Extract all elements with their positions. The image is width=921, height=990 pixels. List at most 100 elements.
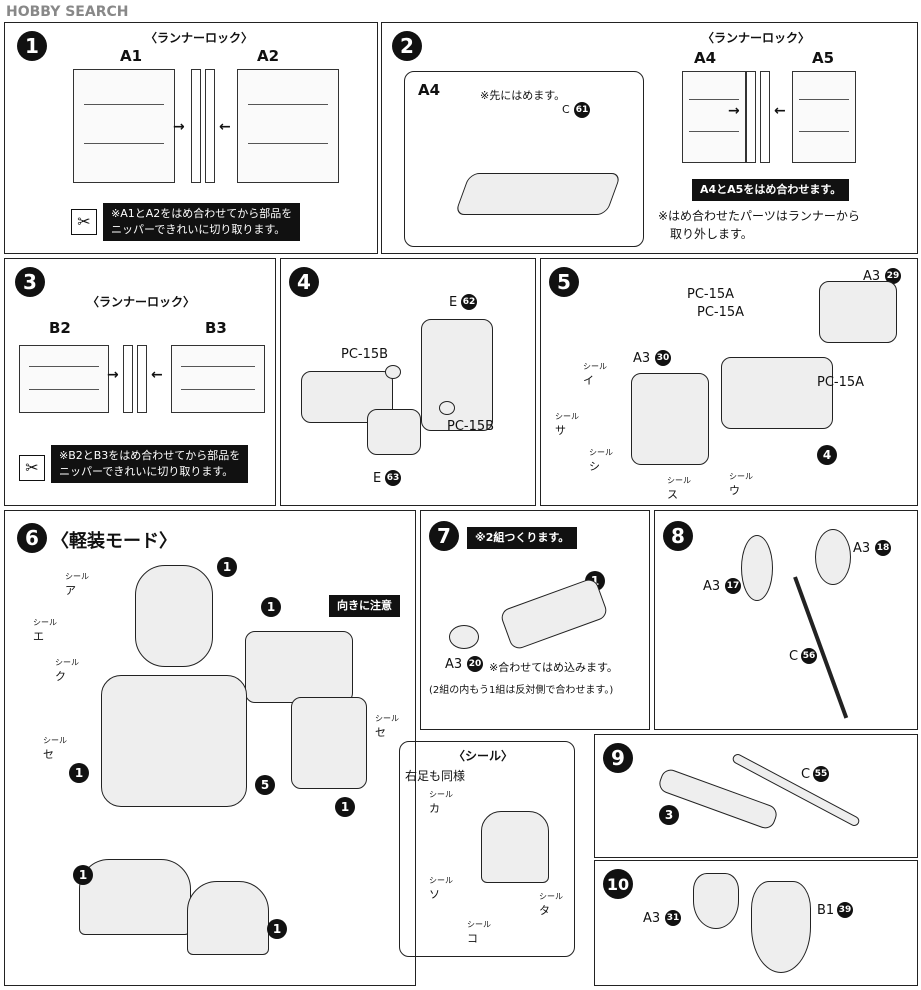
seal-u-char: ウ — [729, 484, 740, 497]
runner-a1-label: A1 — [120, 47, 143, 65]
step-2-number: 2 — [392, 31, 422, 61]
runner-lock-bar — [760, 71, 770, 163]
pc-15a-3-label: PC-15A — [817, 375, 865, 390]
seal-ta-char: タ — [539, 904, 550, 917]
seal-sub-panel — [399, 741, 575, 957]
crest-back-part — [693, 873, 739, 929]
pc-15a-1-label: PC-15A — [687, 287, 735, 302]
step-1-note-line2: ニッパーできれいに切り取ります。 — [111, 223, 286, 236]
seal-word: シール — [43, 736, 67, 745]
runner-a2 — [237, 69, 339, 183]
step-8-panel: 8 A3 18 A3 17 C 56 — [654, 510, 918, 730]
runner-b3 — [171, 345, 265, 413]
a3-18-label: A3 — [853, 541, 871, 556]
ref-step-4: 4 — [817, 445, 837, 465]
arm-part — [291, 697, 367, 789]
seal-se2-char: セ — [375, 726, 386, 739]
part-e63-label: E — [373, 471, 382, 486]
step-10-number: 10 — [603, 869, 633, 899]
step-9-number: 9 — [603, 743, 633, 773]
runner-a4b-label: A4 — [694, 49, 717, 67]
step-2-title: 〈ランナーロック〉 — [702, 31, 811, 45]
step-5-number: 5 — [549, 267, 579, 297]
seal-su: シールス — [667, 473, 691, 502]
runner-b2-label: B2 — [49, 319, 71, 337]
step-9-panel: 9 C 55 3 — [594, 734, 918, 858]
arrow-left-icon: ← — [219, 119, 231, 135]
step-7-number: 7 — [429, 521, 459, 551]
seal-word: シール — [555, 412, 579, 421]
pc-15b-joint — [385, 365, 401, 379]
nipper-icon: ✂ — [19, 455, 45, 481]
foot-left-part — [79, 859, 191, 935]
seal-se-char: セ — [43, 748, 54, 761]
seal-word: シール — [583, 362, 607, 371]
arrow-left-icon: ← — [774, 103, 786, 119]
step-2-hint: ※先にはめます。 — [480, 89, 566, 102]
ref-step-1: 1 — [335, 797, 355, 817]
body-part — [101, 675, 247, 807]
seal-word: シール — [429, 790, 453, 799]
seal-word: シール — [429, 876, 453, 885]
step-3-note: ※B2とB3をはめ合わせてから部品を ニッパーできれいに切り取ります。 — [51, 445, 249, 483]
step-3-number: 3 — [15, 267, 45, 297]
seal-su-char: ス — [667, 488, 678, 501]
step-7-hint2: (2組の内もう1組は反対側で合わせます。) — [429, 685, 614, 696]
backpack-part — [245, 631, 353, 703]
seal-word: シール — [375, 714, 399, 723]
arrow-right-icon: → — [728, 103, 740, 119]
leg-part-right — [421, 319, 493, 431]
seal-so: シールソ — [429, 873, 453, 902]
step-3-panel: 3 〈ランナーロック〉 B2 B3 → ← ✂ ※B2とB3をはめ合わせてから部… — [4, 258, 276, 506]
hand-part — [449, 625, 479, 649]
arm-cylinder-part — [498, 576, 610, 652]
step-4-number: 4 — [289, 267, 319, 297]
seal-se-left: シールセ — [43, 733, 67, 762]
runner-a5 — [792, 71, 856, 163]
step-10-panel: 10 A3 31 B1 39 — [594, 860, 918, 986]
pc-15b-joint — [439, 401, 455, 415]
b1-39-number: 39 — [837, 902, 853, 918]
caution-label: 向きに注意 — [329, 595, 400, 617]
foot-right-part — [187, 881, 269, 955]
foot-part — [367, 409, 421, 455]
shoulder-part — [819, 281, 897, 343]
seal-sub-title: 〈シール〉 — [453, 749, 514, 763]
step-7-hint: ※合わせてはめ込みます。 — [489, 661, 618, 674]
seal-ko: シールコ — [467, 917, 491, 946]
arrow-right-icon: → — [173, 119, 185, 135]
seal-i-char: イ — [583, 374, 594, 387]
ref-step-5: 5 — [255, 775, 275, 795]
seal-shi: シールシ — [589, 445, 613, 474]
a3-17-number: 17 — [725, 578, 741, 594]
runner-a4 — [682, 71, 746, 163]
foot-detail-part — [481, 811, 549, 883]
step-3-note-line2: ニッパーできれいに切り取ります。 — [59, 465, 234, 478]
leg-assembly — [721, 357, 833, 429]
runner-a1 — [73, 69, 175, 183]
ref-step-1: 1 — [261, 597, 281, 617]
seal-word: シール — [33, 618, 57, 627]
pc-15b-right-label: PC-15B — [447, 419, 495, 434]
logo-text: HOBBY SEARCH — [6, 4, 129, 20]
step-7-note: ※2組つくります。 — [467, 527, 578, 549]
c55-label: C — [801, 767, 811, 782]
arrow-left-icon: ← — [151, 367, 163, 383]
step-1-note-line1: ※A1とA2をはめ合わせてから部品を — [111, 207, 293, 220]
runner-b3-label: B3 — [205, 319, 227, 337]
arrow-right-icon: → — [107, 367, 119, 383]
step-8-number: 8 — [663, 521, 693, 551]
runner-frame-part — [454, 173, 622, 215]
runner-a5-label: A5 — [812, 49, 835, 67]
step-6-title: 〈軽装モード〉 — [51, 531, 177, 552]
crest-front-part — [751, 881, 811, 973]
step-6-number: 6 — [17, 523, 47, 553]
ref-step-1: 1 — [267, 919, 287, 939]
step-2-note2: ※はめ合わせたパーツはランナーから 取り外します。 — [658, 207, 860, 243]
pole-part — [793, 576, 849, 719]
part-c-letter: C — [562, 103, 570, 116]
runner-lock-bar — [137, 345, 147, 413]
step-1-note: ※A1とA2をはめ合わせてから部品を ニッパーできれいに切り取ります。 — [103, 203, 301, 241]
shield-front-part — [815, 529, 851, 585]
c55-number: 55 — [813, 766, 829, 782]
